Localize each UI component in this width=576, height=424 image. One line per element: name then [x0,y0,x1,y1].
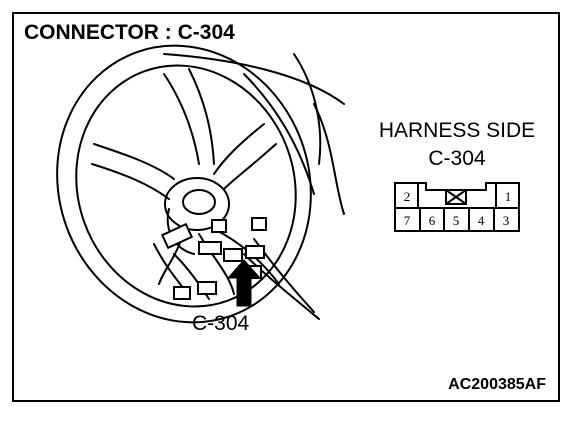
page-title: CONNECTOR : C-304 [24,21,235,44]
pin-label: 2 [404,189,411,204]
figure-id: AC200385AF [448,376,546,393]
connector-face-diagram: 2 1 7 6 5 4 3 [394,182,520,232]
harness-side-label: HARNESS SIDE [378,119,536,142]
steering-wheel-illustration [56,44,345,324]
harness-side-connector-label: C-304 [428,147,486,170]
pin-label: 1 [505,189,512,204]
diagram-frame: CONNECTOR : C-304 [12,12,560,402]
pin-label: 4 [478,213,485,228]
pin-label: 7 [404,213,411,228]
pin-label: 3 [503,213,510,228]
pin-label: 6 [429,213,436,228]
locator-arrow-icon [226,259,262,307]
pin-label: 5 [453,213,460,228]
callout-label: C-304 [192,312,250,335]
